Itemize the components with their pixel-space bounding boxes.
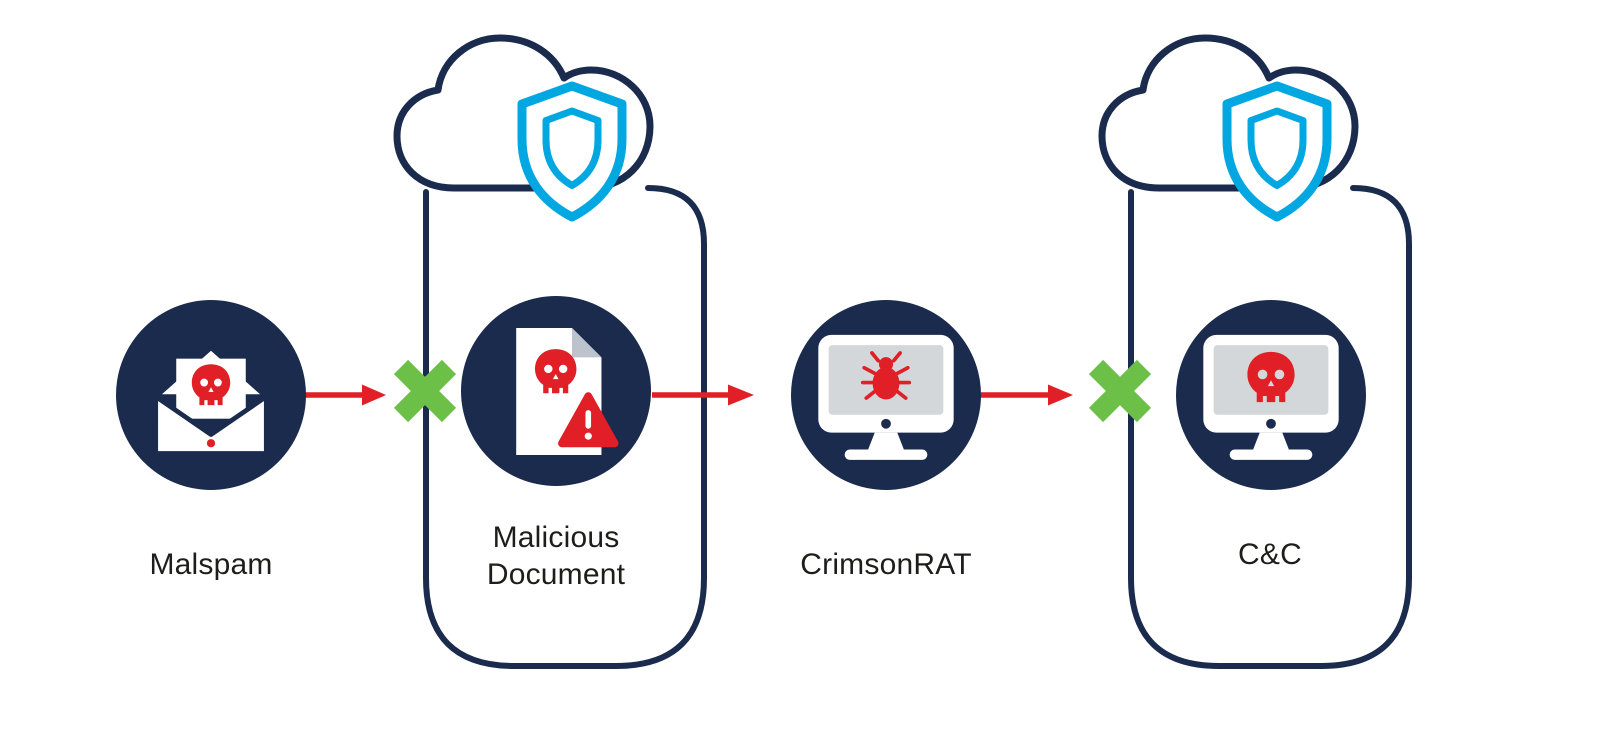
stage-node-malicious-document [461, 296, 651, 486]
document-skull-warning-icon [515, 327, 618, 455]
security-boundary-capsule-1 [423, 185, 707, 669]
arrow-crimsonrat-to-cc [980, 384, 1073, 406]
security-shield-icon [1222, 81, 1332, 222]
monitor-bug-icon [818, 334, 954, 460]
stage-label-cc: C&C [1238, 538, 1302, 571]
stage-label-crimsonrat: CrimsonRAT [800, 548, 972, 581]
monitor-skull-icon [1203, 334, 1339, 460]
security-boundary-capsule-2 [1128, 185, 1412, 669]
stage-node-cc [1176, 300, 1366, 490]
arrow-malspam-to-document [298, 384, 386, 406]
stage-node-malspam [116, 300, 306, 490]
green-x-blocked-icon [1088, 359, 1152, 423]
green-x-blocked-icon [393, 359, 457, 423]
envelope-skull-icon [153, 345, 269, 456]
arrow-document-to-crimsonrat [652, 384, 754, 406]
stage-node-crimsonrat [791, 300, 981, 490]
stage-label-malicious-document: Malicious Document [486, 521, 626, 591]
stage-label-malspam: Malspam [149, 548, 273, 581]
security-shield-icon [517, 81, 627, 222]
